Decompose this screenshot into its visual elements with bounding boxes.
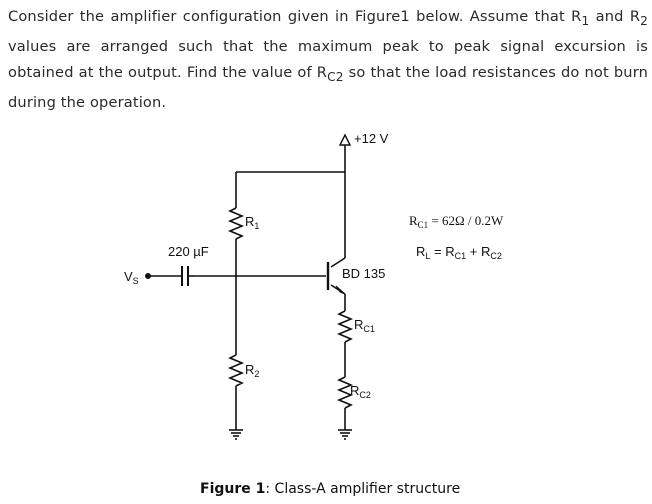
problem-text-3: values are arranged such that the maximu…: [8, 38, 648, 81]
rc1-label: RC1: [354, 317, 375, 334]
capacitor-label: 220 µF: [168, 244, 209, 259]
input-label: VS: [124, 269, 139, 286]
spec-rc1: RC1 = 62Ω / 0.2W: [409, 213, 504, 230]
r2-subscript: 2: [640, 13, 648, 28]
spec-rl: RL = RC1 + RC2: [416, 244, 502, 261]
supply-label: +12 V: [354, 131, 389, 146]
input-terminal: [145, 273, 151, 279]
problem-text-2: and R: [589, 8, 641, 25]
rc2-resistor: [336, 376, 354, 409]
ground-r2-icon: [229, 429, 243, 440]
rc1-resistor: [336, 310, 354, 343]
ground-rc2-icon: [338, 429, 352, 440]
figure-caption-text: : Class-A amplifier structure: [265, 481, 461, 497]
figure-caption: Figure 1: Class-A amplifier structure: [200, 481, 460, 497]
r2-label: R2: [245, 362, 259, 379]
r1-label: R1: [245, 214, 259, 231]
wires: [150, 142, 354, 430]
problem-text-1: Consider the amplifier configuration giv…: [8, 8, 582, 25]
figure-number: Figure 1: [200, 481, 266, 497]
problem-text-4: so that the load resistances do not burn…: [8, 63, 648, 112]
emitter-arrow-icon: [335, 285, 346, 295]
r1-resistor: [227, 207, 245, 240]
supply-arrow-icon: [338, 133, 352, 146]
r2-resistor: [227, 354, 245, 387]
problem-statement: Consider the amplifier configuration giv…: [8, 4, 648, 116]
rc2-label: RC2: [350, 383, 371, 400]
transistor-label: BD 135: [342, 266, 385, 281]
r1-subscript: 1: [581, 13, 590, 28]
rc2-subscript: C2: [327, 69, 344, 84]
